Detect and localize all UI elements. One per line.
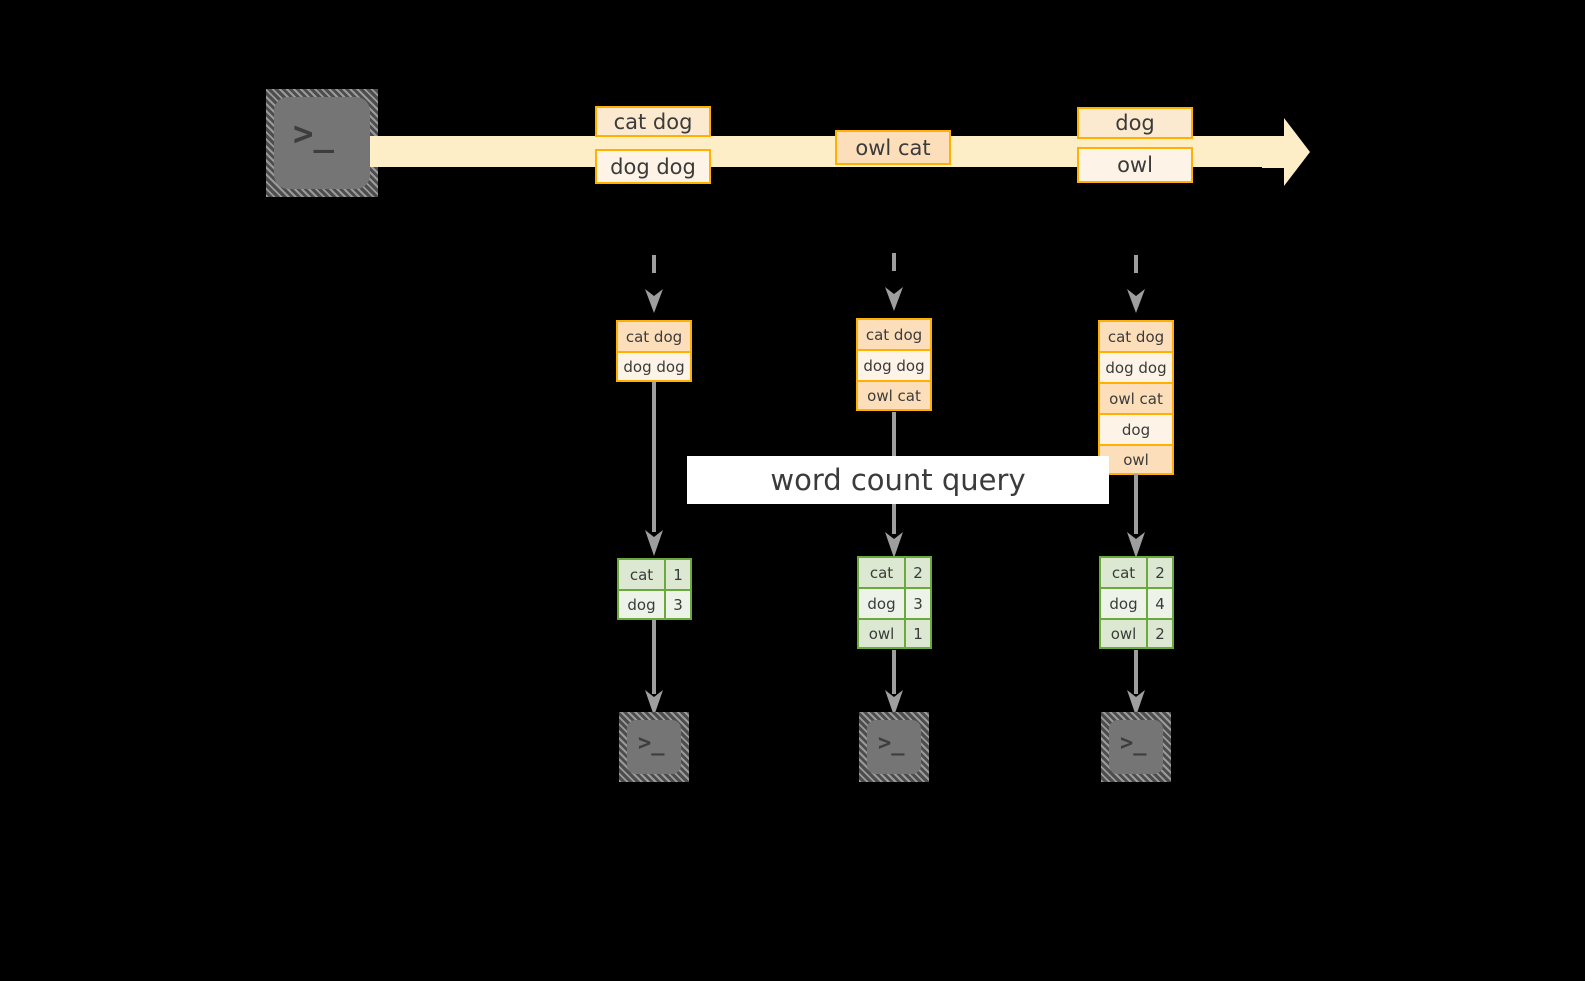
stream-event-cat-dog: cat dog (595, 106, 711, 137)
arrow-snapshot3-to-sink (1125, 650, 1147, 718)
terminal-screen: >_ (627, 720, 681, 774)
list-item: dog dog (1098, 351, 1174, 382)
list-item: cat dog (856, 318, 932, 349)
stream-event-dog: dog (1077, 107, 1193, 139)
list-item: cat dog (1098, 320, 1174, 351)
dashed-arrow-1 (643, 255, 665, 315)
table-row: cat 2 (1099, 556, 1174, 587)
table-cell-count: 3 (664, 589, 692, 620)
terminal-screen: >_ (274, 97, 370, 189)
arrow-snapshot2-to-sink (883, 650, 905, 718)
list-item: owl cat (1098, 382, 1174, 413)
sink-terminal-2: >_ (859, 712, 929, 782)
arrow-snapshot3-to-result (1125, 474, 1147, 560)
list-item: dog dog (616, 351, 692, 382)
table-cell-count: 1 (664, 558, 692, 589)
table-cell-word: dog (617, 589, 664, 620)
arrow-snapshot1-to-sink (643, 620, 665, 718)
query-label: word count query (687, 456, 1109, 504)
list-item: dog dog (856, 349, 932, 380)
dashed-arrow-2 (883, 253, 905, 313)
arrow-snapshot1-to-result (643, 382, 665, 558)
snapshot-3-result-table: cat 2 dog 4 owl 2 (1099, 556, 1174, 649)
table-row: owl 2 (1099, 618, 1174, 649)
stream-event-dog-dog: dog dog (595, 149, 711, 184)
terminal-screen: >_ (1109, 720, 1163, 774)
snapshot-1-result-table: cat 1 dog 3 (617, 558, 692, 620)
terminal-prompt-icon: >_ (638, 731, 665, 756)
table-row: cat 2 (857, 556, 932, 587)
terminal-prompt-icon: >_ (878, 731, 905, 756)
table-cell-count: 3 (904, 587, 932, 618)
snapshot-2-lines: cat dog dog dog owl cat (856, 318, 932, 411)
table-cell-word: cat (617, 558, 664, 589)
stream-event-owl-cat: owl cat (835, 130, 951, 165)
snapshot-3-lines: cat dog dog dog owl cat dog owl (1098, 320, 1174, 475)
table-cell-word: owl (857, 618, 904, 649)
list-item: dog (1098, 413, 1174, 444)
table-row: owl 1 (857, 618, 932, 649)
sink-terminal-3: >_ (1101, 712, 1171, 782)
table-cell-word: dog (857, 587, 904, 618)
sink-terminal-1: >_ (619, 712, 689, 782)
terminal-prompt-icon: >_ (1120, 731, 1147, 756)
stream-arrow-right-icon (1262, 118, 1310, 186)
snapshot-2-result-table: cat 2 dog 3 owl 1 (857, 556, 932, 649)
table-cell-count: 1 (904, 618, 932, 649)
snapshot-1-lines: cat dog dog dog (616, 320, 692, 382)
dashed-arrow-3 (1125, 255, 1147, 315)
stream-event-owl: owl (1077, 147, 1193, 183)
list-item: owl (1098, 444, 1174, 475)
table-cell-count: 4 (1146, 587, 1174, 618)
list-item: cat dog (616, 320, 692, 351)
table-row: dog 3 (857, 587, 932, 618)
terminal-screen: >_ (867, 720, 921, 774)
terminal-prompt-icon: >_ (293, 114, 334, 154)
table-cell-word: dog (1099, 587, 1146, 618)
table-cell-count: 2 (904, 556, 932, 587)
table-cell-count: 2 (1146, 556, 1174, 587)
table-row: dog 4 (1099, 587, 1174, 618)
table-cell-word: owl (1099, 618, 1146, 649)
list-item: owl cat (856, 380, 932, 411)
table-row: dog 3 (617, 589, 692, 620)
table-cell-count: 2 (1146, 618, 1174, 649)
source-terminal: >_ (266, 89, 378, 197)
table-cell-word: cat (857, 556, 904, 587)
table-row: cat 1 (617, 558, 692, 589)
table-cell-word: cat (1099, 556, 1146, 587)
